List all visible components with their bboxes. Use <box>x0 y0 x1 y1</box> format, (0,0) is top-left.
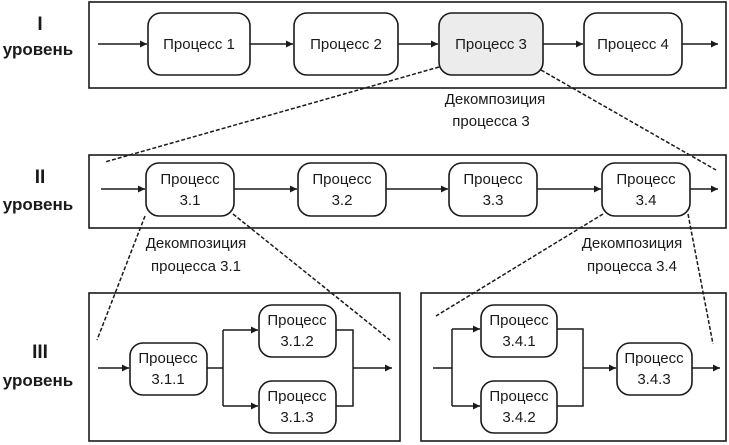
process-3-4-3-line2: 3.4.3 <box>637 371 670 388</box>
level-3-number: III <box>32 342 48 363</box>
decomposition-3-4-label-line2: процесса 3.4 <box>587 258 677 275</box>
process-3-1-3-line2: 3.1.3 <box>280 409 313 426</box>
process-3-1-1-line2: 3.1.1 <box>151 371 184 388</box>
process-3-1-2-line2: 3.1.2 <box>280 333 313 350</box>
process-3-2[interactable]: Процесс 3.2 <box>297 162 387 217</box>
level-1-number: I <box>37 14 42 35</box>
process-3-2-line1: Процесс <box>312 171 372 188</box>
process-3-3[interactable]: Процесс 3.3 <box>448 162 538 217</box>
decomposition-line-3-4-left <box>435 213 604 317</box>
decomposition-3-1-label-line2: процесса 3.1 <box>151 258 241 275</box>
process-3-1-1-line1: Процесс <box>138 350 198 367</box>
level-2-number: II <box>35 167 46 188</box>
decomposition-line-3-4-right <box>687 213 714 345</box>
decomposition-line-3-1-left <box>96 215 146 341</box>
decomposition-3-4-label-line1: Декомпозиция <box>582 235 683 252</box>
level-2-label: II уровень <box>3 167 73 214</box>
process-3-1-3[interactable]: Процесс 3.1.3 <box>258 380 337 434</box>
process-2[interactable]: Процесс 2 <box>293 12 399 76</box>
process-3-3-line2: 3.3 <box>483 192 504 209</box>
process-3-1-2[interactable]: Процесс 3.1.2 <box>258 304 337 358</box>
process-3-4-1-line1: Процесс <box>489 312 549 329</box>
process-3-4-2-line2: 3.4.2 <box>502 409 535 426</box>
decomposition-3-label-line2: процесса 3 <box>452 113 529 130</box>
process-3-4-2-line1: Процесс <box>489 388 549 405</box>
process-4-label: Процесс 4 <box>597 36 669 53</box>
process-3-4-1-line2: 3.4.1 <box>502 333 535 350</box>
process-1-label: Процесс 1 <box>163 36 235 53</box>
process-3[interactable]: Процесс 3 <box>438 12 544 76</box>
level-3-label: III уровень <box>3 342 73 390</box>
process-3-1[interactable]: Процесс 3.1 <box>145 162 235 217</box>
process-3-1-2-line1: Процесс <box>267 312 327 329</box>
level-2-word: уровень <box>3 195 73 214</box>
process-3-4-2[interactable]: Процесс 3.4.2 <box>480 380 558 434</box>
process-2-label: Процесс 2 <box>310 36 382 53</box>
process-3-1-3-line1: Процесс <box>267 388 327 405</box>
level-3-word: уровень <box>3 371 73 390</box>
level-1-label: I уровень <box>3 14 73 59</box>
decomposition-3-1-label-line1: Декомпозиция <box>146 235 247 252</box>
process-3-3-line1: Процесс <box>463 171 523 188</box>
decomposition-3-label-line1: Декомпозиция <box>445 91 546 108</box>
decomposition-line-3-right <box>540 69 717 171</box>
process-3-1-line1: Процесс <box>160 171 220 188</box>
process-3-label: Процесс 3 <box>455 36 527 53</box>
level-1-word: уровень <box>3 40 73 59</box>
process-4[interactable]: Процесс 4 <box>583 12 683 76</box>
process-3-4-line2: 3.4 <box>636 192 657 209</box>
process-3-1-1[interactable]: Процесс 3.1.1 <box>129 342 208 396</box>
decomposition-line-3-1-right <box>232 213 391 341</box>
process-1[interactable]: Процесс 1 <box>147 12 251 76</box>
decomposition-line-3-left <box>104 66 440 163</box>
process-3-2-line2: 3.2 <box>332 192 353 209</box>
process-3-4-3-line1: Процесс <box>624 350 684 367</box>
process-3-4-line1: Процесс <box>616 171 676 188</box>
process-3-4[interactable]: Процесс 3.4 <box>601 162 691 217</box>
process-3-1-line2: 3.1 <box>180 192 201 209</box>
process-3-4-1[interactable]: Процесс 3.4.1 <box>480 304 558 358</box>
process-3-4-3[interactable]: Процесс 3.4.3 <box>616 342 693 396</box>
